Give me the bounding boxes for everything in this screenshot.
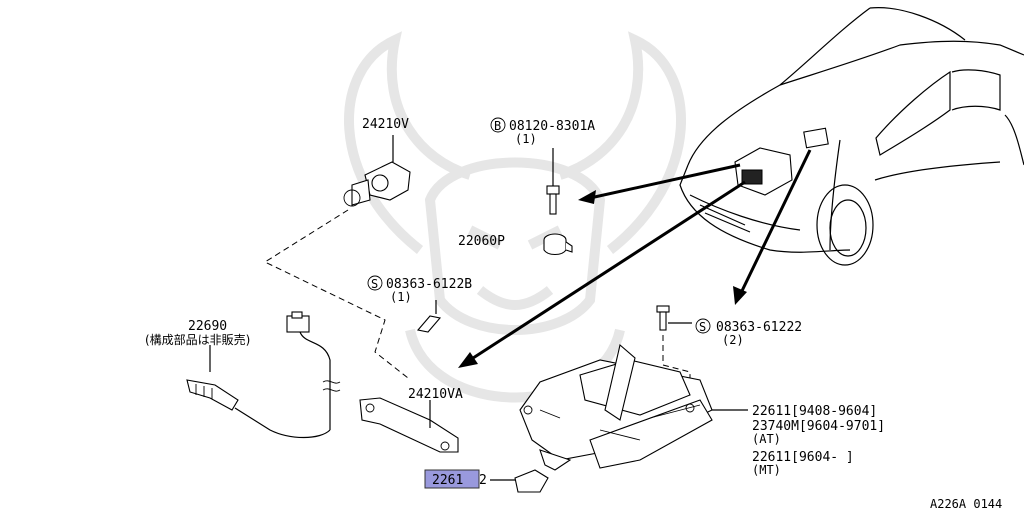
label-22690-note: (構成部品は非販売) — [145, 332, 250, 347]
bolt-08120[interactable] — [546, 148, 560, 215]
bolt-symbol-circle — [490, 117, 506, 133]
label-22060p[interactable]: 22060P — [458, 234, 505, 249]
screw-08363-61222[interactable] — [656, 305, 692, 395]
diagram-reference: A226A 0144 — [930, 497, 1002, 511]
label-08120-qty: (1) — [515, 132, 537, 146]
highlight-box[interactable] — [424, 469, 480, 489]
label-22612-suffix[interactable]: 2 — [479, 473, 487, 488]
watermark-emblem — [344, 31, 686, 403]
vehicle-outline — [679, 7, 1024, 266]
screw-08363-6122b[interactable] — [416, 300, 442, 333]
label-08120-8301a[interactable]: 08120-8301A — [509, 119, 595, 134]
screw1-symbol-circle — [367, 275, 383, 291]
label-ecu-line5: (MT) — [752, 463, 781, 477]
callout-arrows — [458, 149, 812, 368]
label-24210va[interactable]: 24210VA — [408, 387, 463, 402]
ecu-assembly-22611[interactable] — [519, 343, 748, 471]
label-08363-6122b-qty: (1) — [390, 290, 412, 304]
label-ecu-line2[interactable]: 23740M[9604-9701] — [752, 419, 885, 434]
label-08363-6122b[interactable]: 08363-6122B — [386, 277, 472, 292]
clip-22612[interactable] — [490, 469, 549, 493]
bolt-symbol-letter: B — [494, 119, 501, 133]
label-22612-highlighted[interactable]: 2261 — [432, 473, 463, 488]
throttle-sensor-24210v[interactable] — [343, 135, 411, 207]
screw2-symbol-circle — [695, 318, 711, 334]
label-08363-61222[interactable]: 08363-61222 — [716, 320, 802, 335]
screw1-symbol-letter: S — [371, 277, 378, 291]
bracket-24210va[interactable] — [359, 397, 459, 453]
dashed-wiring — [263, 209, 409, 379]
screw2-symbol-letter: S — [699, 320, 706, 334]
label-ecu-line3: (AT) — [752, 432, 781, 446]
label-ecu-line4[interactable]: 22611[9604- ] — [752, 450, 854, 465]
label-22690[interactable]: 22690 — [188, 319, 227, 334]
o2-sensor-22690[interactable] — [186, 311, 341, 439]
label-ecu-line1[interactable]: 22611[9408-9604] — [752, 404, 877, 419]
knock-sensor-22060p[interactable] — [543, 233, 573, 256]
label-24210v[interactable]: 24210V — [362, 117, 409, 132]
label-08363-61222-qty: (2) — [722, 333, 744, 347]
